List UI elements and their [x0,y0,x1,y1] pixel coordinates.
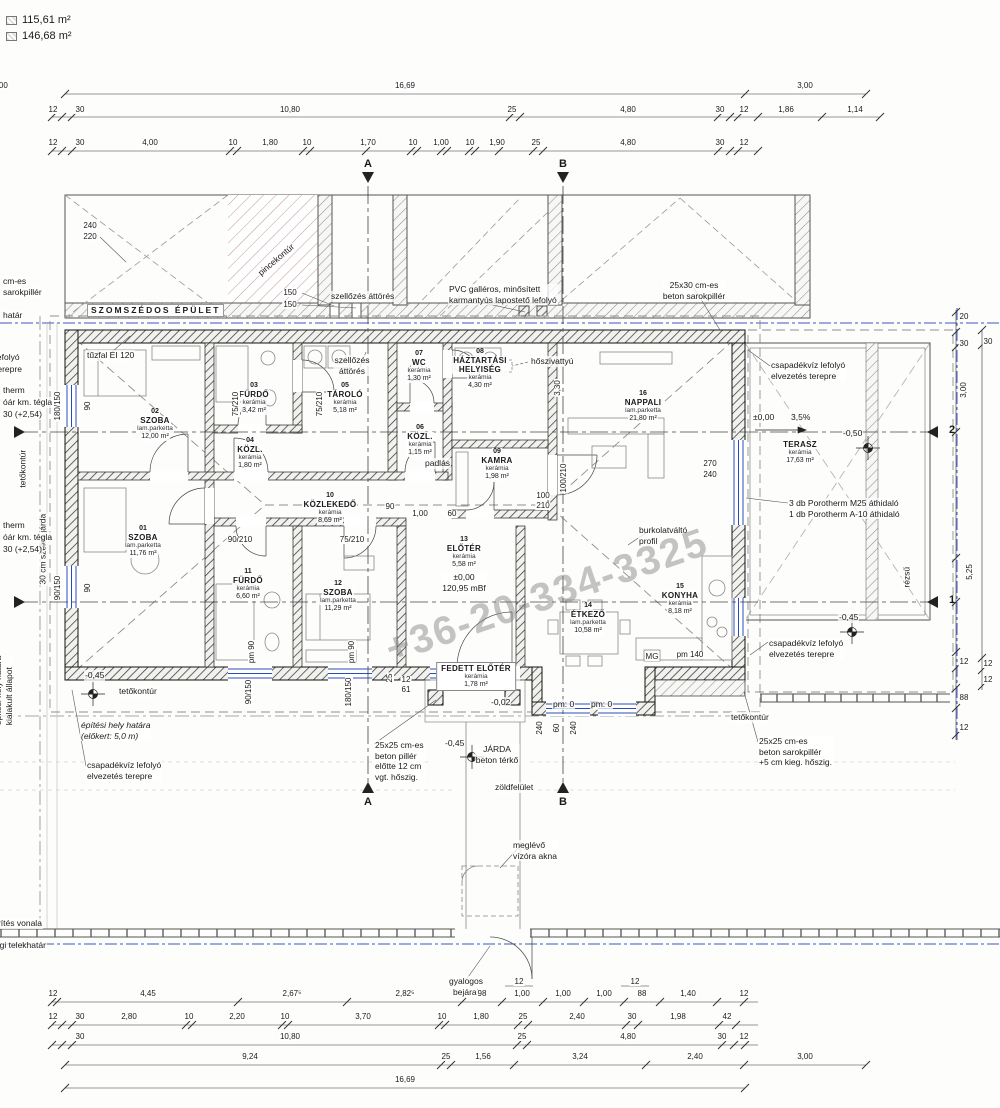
gross-area-icon [6,31,17,41]
furniture [83,345,733,667]
porch-pillar [427,689,444,706]
net-area-value: 115,61 m² [22,14,71,26]
property-lines [0,308,1000,945]
door-swings [149,349,598,668]
leader-lines [71,236,789,981]
dimension-lines [47,89,987,1093]
vent-stack [329,302,340,319]
fence [0,693,1000,980]
roof-drain [518,305,530,317]
interior-walls [77,342,558,668]
net-area-icon [6,15,17,25]
porch-pillar [504,689,521,706]
section-markers [14,172,938,793]
area-summary: 115,61 m² 146,68 m² [6,14,72,46]
gate-swing [489,936,533,980]
neighbor-roof-lines [64,194,796,319]
gross-area-value: 146,68 m² [22,30,72,42]
neighbor-building [64,194,811,319]
site-boundary-lines [0,316,955,929]
vent-stack [351,302,362,319]
slope-arrow [797,426,807,434]
site-elements [424,679,526,929]
roof-drain [536,305,548,317]
water-meter-shaft [461,865,519,917]
